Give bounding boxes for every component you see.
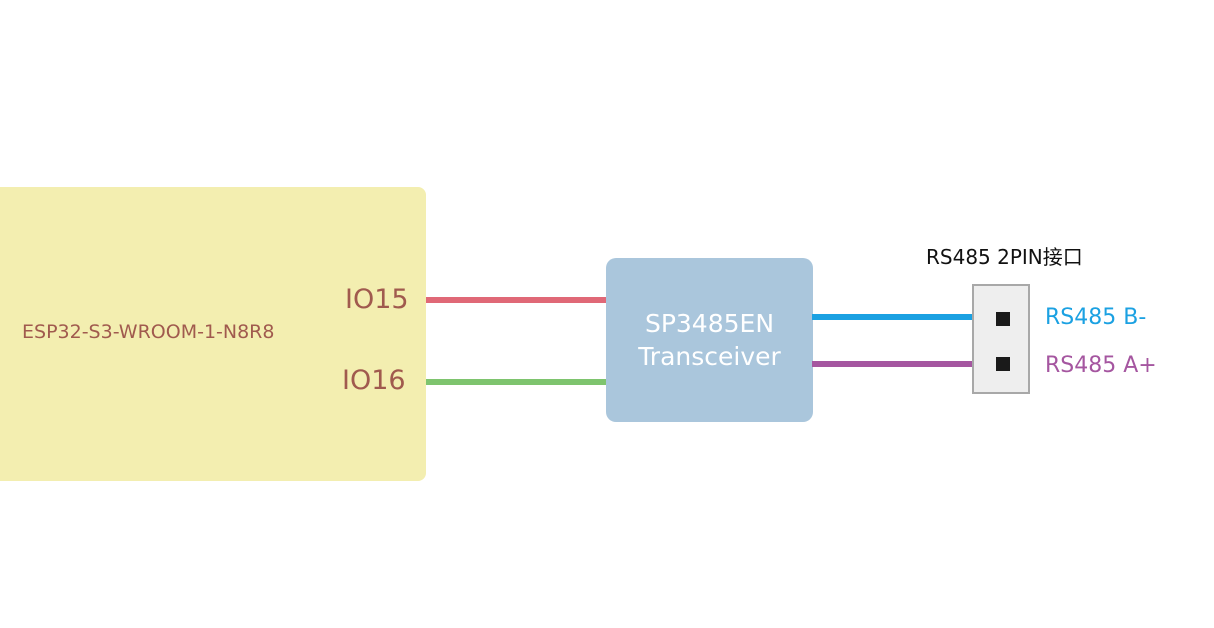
- pin-label-io15: IO15: [345, 284, 409, 315]
- wire-io16: [426, 379, 607, 385]
- wire-rs485-a: [812, 361, 974, 367]
- signal-label-b: RS485 B-: [1045, 305, 1147, 330]
- wire-io15: [426, 297, 607, 303]
- connector-pin-b: [996, 312, 1010, 326]
- esp32-module-label: ESP32-S3-WROOM-1-N8R8: [22, 321, 275, 343]
- esp32-module-block: [0, 187, 426, 481]
- connector-title: RS485 2PIN接口: [926, 245, 1083, 269]
- rs485-connector: [972, 284, 1030, 394]
- wire-rs485-b: [812, 314, 974, 320]
- transceiver-part-label: SP3485EN: [644, 309, 775, 338]
- transceiver-block: SP3485EN Transceiver: [606, 258, 813, 422]
- pin-label-io16: IO16: [342, 365, 406, 396]
- connector-pin-a: [996, 357, 1010, 371]
- signal-label-a: RS485 A+: [1045, 353, 1157, 378]
- transceiver-type-label: Transceiver: [638, 342, 781, 371]
